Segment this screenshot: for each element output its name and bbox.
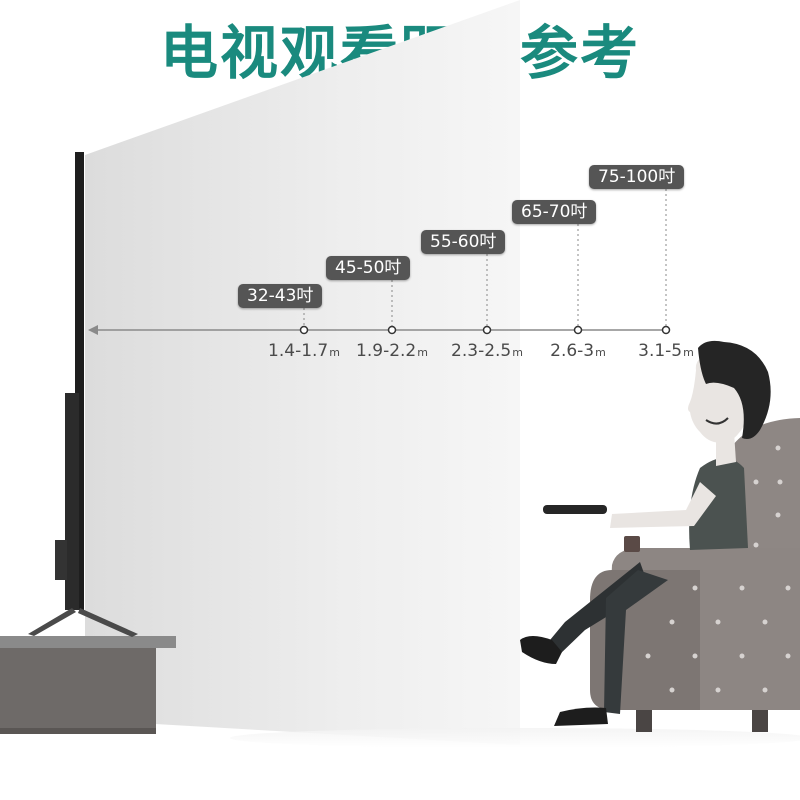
- distance-unit: m: [512, 346, 523, 359]
- distance-range-label: 2.6-3m: [550, 341, 606, 361]
- tv-size-label: 55-60吋: [421, 230, 506, 254]
- distance-marker-dot: [573, 325, 583, 335]
- distance-range-label: 2.3-2.5m: [451, 341, 523, 361]
- distance-marker-dot: [482, 325, 492, 335]
- distance-range-value: 2.3-2.5: [451, 341, 512, 361]
- seated-person: [520, 340, 771, 726]
- cup-icon: [624, 536, 640, 552]
- distance-unit: m: [595, 346, 606, 359]
- distance-marker-dot: [387, 325, 397, 335]
- distance-axis: [88, 325, 668, 335]
- distance-range-value: 1.9-2.2: [356, 341, 417, 361]
- tv-set: [28, 152, 138, 637]
- distance-range-value: 3.1-5: [638, 341, 683, 361]
- tv-size-label: 32-43吋: [238, 284, 323, 308]
- tv-cabinet: [0, 636, 176, 734]
- distance-range-label: 3.1-5m: [638, 341, 694, 361]
- distance-range-label: 1.4-1.7m: [268, 341, 340, 361]
- tv-size-label: 45-50吋: [326, 256, 411, 280]
- remote-control-icon: [543, 505, 607, 514]
- distance-range-value: 1.4-1.7: [268, 341, 329, 361]
- distance-unit: m: [683, 346, 694, 359]
- distance-unit: m: [417, 346, 428, 359]
- distance-unit: m: [329, 346, 340, 359]
- floor-shadow: [230, 728, 800, 748]
- tv-size-label: 65-70吋: [512, 200, 597, 224]
- tv-size-label: 75-100吋: [589, 165, 685, 189]
- distance-marker-dot: [299, 325, 309, 335]
- distance-range-value: 2.6-3: [550, 341, 595, 361]
- arrow-left-icon: [88, 325, 98, 335]
- distance-range-label: 1.9-2.2m: [356, 341, 428, 361]
- distance-marker-dot: [661, 325, 671, 335]
- view-beam: [85, 0, 520, 745]
